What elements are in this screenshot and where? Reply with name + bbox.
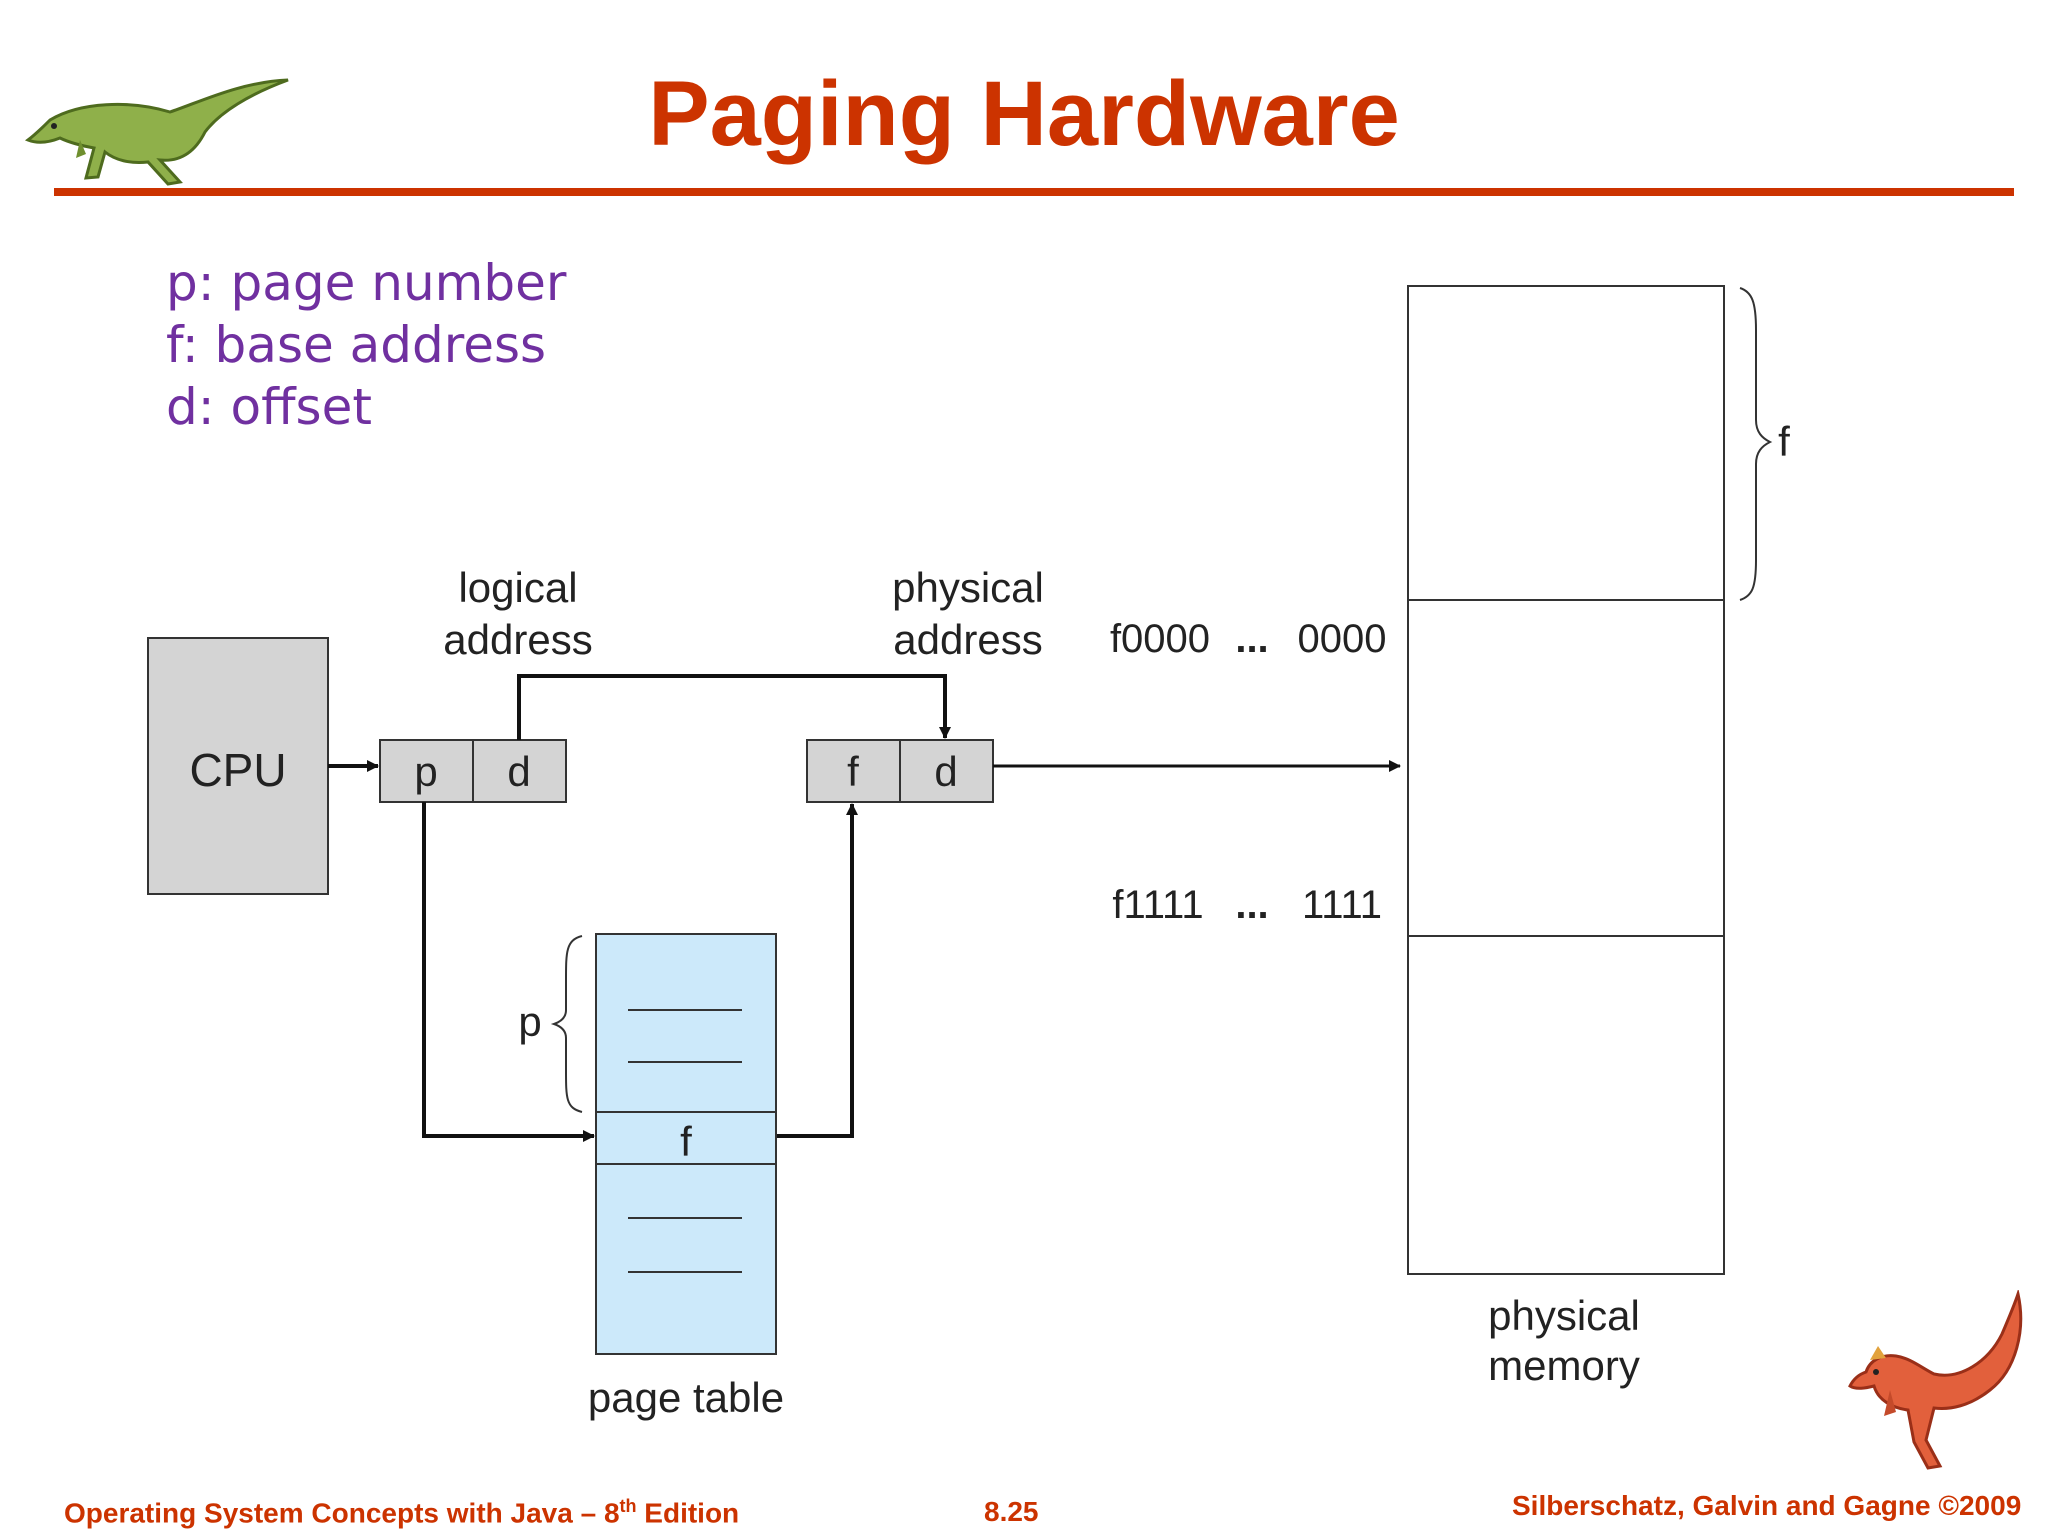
legend-item-offset: d: offset	[166, 378, 372, 436]
red-dinosaur-logo-icon	[1848, 1290, 2023, 1470]
cpu-box	[147, 637, 329, 895]
physical-field-d: d	[934, 748, 957, 795]
legend-item-base-address: f: base address	[166, 316, 547, 374]
range-start-dots: ...	[1235, 617, 1268, 661]
page-table-p-label: p	[518, 998, 541, 1045]
page-table-label: page table	[588, 1374, 784, 1421]
memory-brace-label: f	[1778, 418, 1790, 465]
page-table-brace	[550, 935, 583, 1113]
footer-page-number: 8.25	[984, 1496, 1039, 1527]
logical-field-p: p	[414, 748, 437, 795]
physical-address-label-line2: address	[893, 616, 1042, 663]
range-start-suffix: 0000	[1298, 617, 1387, 661]
title-divider	[54, 188, 2014, 196]
range-end-prefix: f1111	[1112, 883, 1203, 927]
page-table-frame-entry: f	[680, 1118, 692, 1165]
physical-memory	[1407, 285, 1725, 1275]
page-table	[595, 933, 777, 1355]
variable-legend: p: page number f: base address d: offset	[166, 252, 566, 438]
arrow-p-to-page-table	[422, 802, 595, 1142]
physical-address-label-line1: physical	[892, 564, 1044, 611]
range-end-dots: ...	[1235, 883, 1268, 927]
green-dinosaur-logo-icon	[24, 78, 289, 186]
footer-book-title: Operating System Concepts with Java – 8t…	[64, 1496, 740, 1529]
physical-field-f: f	[847, 748, 859, 795]
logical-address-label-line1: logical	[458, 564, 577, 611]
memory-frame-brace	[1739, 287, 1773, 601]
physical-memory-label-line2: memory	[1488, 1342, 1640, 1389]
arrow-frame-to-physical	[776, 803, 858, 1138]
range-start-prefix: f0000	[1110, 617, 1210, 661]
logical-address-label-line2: address	[443, 616, 592, 663]
footer-authors: Silberschatz, Galvin and Gagne ©2009	[1512, 1490, 2022, 1521]
range-end-suffix: 1111	[1302, 883, 1382, 927]
arrow-offset-copy	[517, 674, 951, 740]
logical-field-d: d	[507, 748, 530, 795]
physical-memory-label-line1: physical	[1488, 1292, 1640, 1339]
legend-item-page-number: p: page number	[166, 254, 567, 312]
cpu-label: CPU	[189, 744, 286, 796]
page-title: Paging Hardware	[648, 63, 1400, 165]
